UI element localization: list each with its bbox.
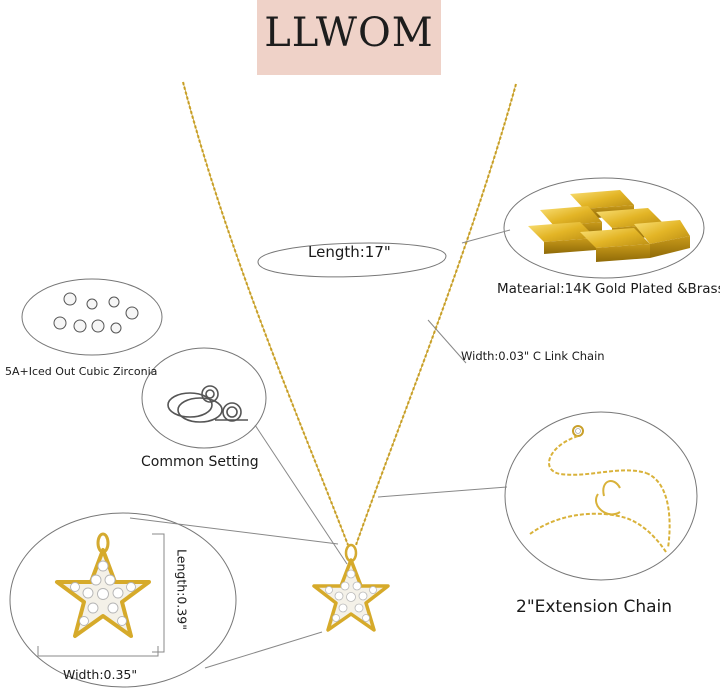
zirconia-stones-icon	[53, 292, 139, 334]
setting-label: Common Setting	[141, 454, 259, 470]
leader-line	[204, 631, 323, 669]
extension-label: 2"Extension Chain	[516, 597, 673, 617]
ring-prong-setting-icon	[167, 385, 248, 423]
star-pendant-icon	[312, 558, 390, 632]
star-pendant-detail-icon	[55, 532, 151, 638]
length-ellipse	[257, 242, 447, 278]
leader-line	[461, 229, 511, 244]
leader-line	[129, 517, 339, 545]
leader-line	[427, 319, 467, 364]
extension-chain-icon	[529, 425, 671, 553]
material-label: Matearial:14K Gold Plated &Brass	[497, 281, 720, 297]
chain-width-label: Width:0.03" C Link Chain	[461, 349, 605, 363]
leader-line	[254, 424, 348, 565]
necklace-chain	[181, 81, 518, 546]
pendant-length-label: Length:0.39"	[174, 549, 190, 630]
gold-bars-icon	[528, 190, 690, 262]
stones-label: 5A+Iced Out Cubic Zirconia	[5, 365, 158, 378]
brand-box	[257, 0, 441, 75]
pendant-width-label: Width:0.35"	[63, 667, 138, 682]
dimension-lines	[37, 533, 165, 657]
brand-name: LLWOM	[264, 10, 434, 56]
extension-circle	[504, 411, 698, 581]
stones-circle	[21, 278, 163, 356]
chain-length-label: Length:17"	[308, 243, 391, 261]
leader-line	[377, 486, 508, 498]
